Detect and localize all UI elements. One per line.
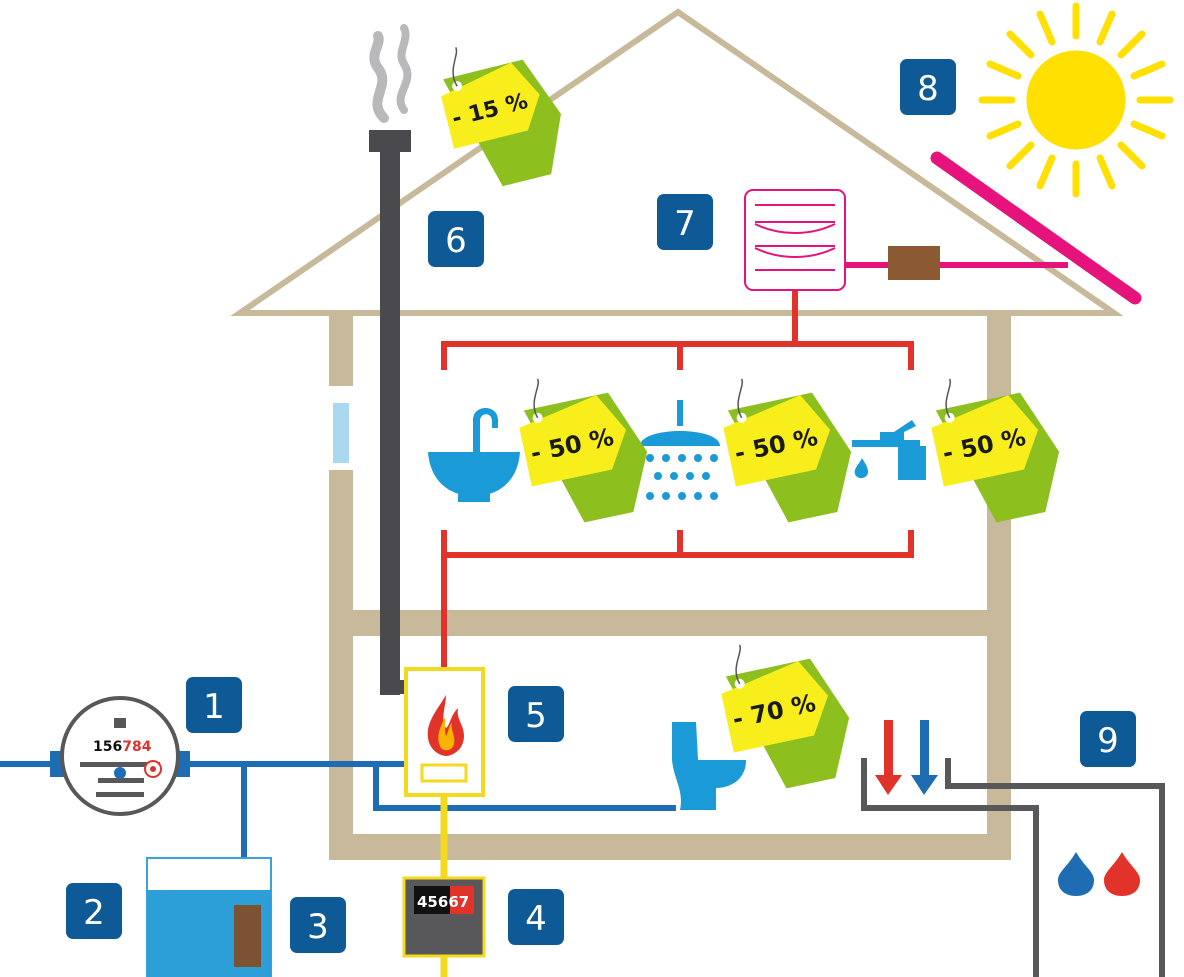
sun-icon bbox=[978, 2, 1174, 198]
svg-text:7: 7 bbox=[674, 204, 696, 244]
badge-7: 7 bbox=[657, 194, 713, 250]
roof-outline bbox=[230, 8, 1124, 316]
discount-tag-roof: - 15 % bbox=[441, 47, 561, 187]
gas-meter-digits-red: 67 bbox=[448, 893, 469, 911]
badge-9: 9 bbox=[1080, 711, 1136, 767]
district-heating-pipes bbox=[861, 758, 1165, 977]
discount-tag-sink: - 50 % bbox=[519, 378, 648, 523]
hot-water-pipes bbox=[441, 290, 914, 670]
cold-drop-icon bbox=[1058, 852, 1094, 896]
heating-arrows bbox=[875, 720, 938, 795]
badge-1: 1 bbox=[186, 677, 242, 733]
badge-3: 3 bbox=[290, 897, 346, 953]
gas-meter-digits-black: 456 bbox=[417, 893, 448, 911]
badge-8: 8 bbox=[900, 59, 956, 115]
water-heater-tank bbox=[744, 189, 846, 291]
boiler bbox=[404, 667, 485, 797]
window bbox=[333, 403, 349, 463]
svg-text:8: 8 bbox=[917, 69, 939, 109]
badge-2: 2 bbox=[66, 883, 122, 939]
badge-5: 5 bbox=[508, 686, 564, 742]
flame-icon bbox=[427, 695, 464, 756]
badge-6: 6 bbox=[428, 211, 484, 267]
hot-drop-icon bbox=[1104, 852, 1140, 896]
discount-tag-faucet: - 50 % bbox=[931, 378, 1060, 523]
water-meter-digits-black: 156 bbox=[93, 739, 122, 755]
faucet-icon bbox=[852, 420, 926, 480]
smoke-icon bbox=[369, 24, 412, 123]
svg-text:9: 9 bbox=[1097, 721, 1119, 761]
water-meter-digits-red: 784 bbox=[122, 739, 151, 755]
svg-text:3: 3 bbox=[307, 907, 329, 947]
sink-icon bbox=[428, 408, 520, 502]
svg-text:1: 1 bbox=[203, 687, 225, 727]
chimney bbox=[369, 130, 411, 695]
pump bbox=[234, 905, 261, 967]
toilet-icon bbox=[672, 722, 746, 810]
svg-text:2: 2 bbox=[83, 893, 105, 933]
svg-text:4: 4 bbox=[525, 899, 547, 939]
solar-loop bbox=[845, 246, 1068, 280]
badge-4: 4 bbox=[508, 889, 564, 945]
svg-text:6: 6 bbox=[445, 221, 467, 261]
discount-tag-toilet: - 70 % bbox=[721, 644, 850, 789]
gas-meter: 45667 bbox=[402, 876, 486, 958]
shower-icon bbox=[640, 400, 720, 500]
svg-text:5: 5 bbox=[525, 696, 547, 736]
water-meter: 156784 bbox=[60, 696, 180, 816]
discount-tag-shower: - 50 % bbox=[723, 378, 852, 523]
svg-text:156784: 156784 bbox=[93, 739, 152, 755]
svg-text:45667: 45667 bbox=[417, 893, 469, 911]
solar-panel bbox=[930, 151, 1142, 305]
